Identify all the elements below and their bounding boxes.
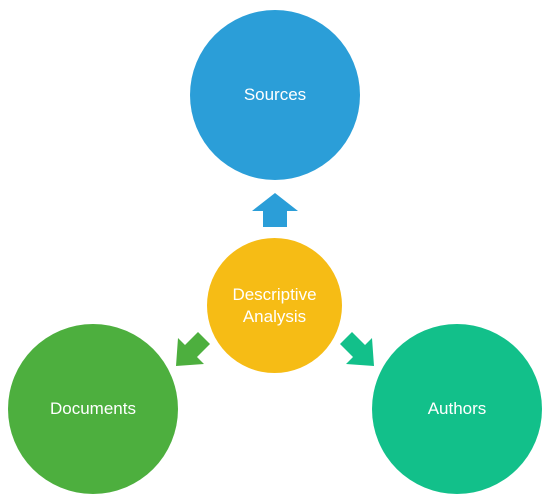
arrow-down-right-icon <box>340 332 374 366</box>
arrow-up-icon <box>252 193 298 227</box>
descriptive-analysis-label: Descriptive Analysis <box>232 284 317 326</box>
authors-node: Authors <box>372 324 542 494</box>
arrow-down-right-shape <box>340 332 374 366</box>
documents-node: Documents <box>8 324 178 494</box>
sources-label: Sources <box>243 85 307 104</box>
arrow-up-shape <box>252 193 298 227</box>
sources-node: Sources <box>190 10 360 180</box>
arrow-down-left-shape <box>176 332 210 366</box>
arrow-down-left-icon <box>176 332 210 366</box>
descriptive-analysis-node: Descriptive Analysis <box>207 238 342 373</box>
authors-label: Authors <box>427 399 487 418</box>
documents-label: Documents <box>50 399 136 418</box>
